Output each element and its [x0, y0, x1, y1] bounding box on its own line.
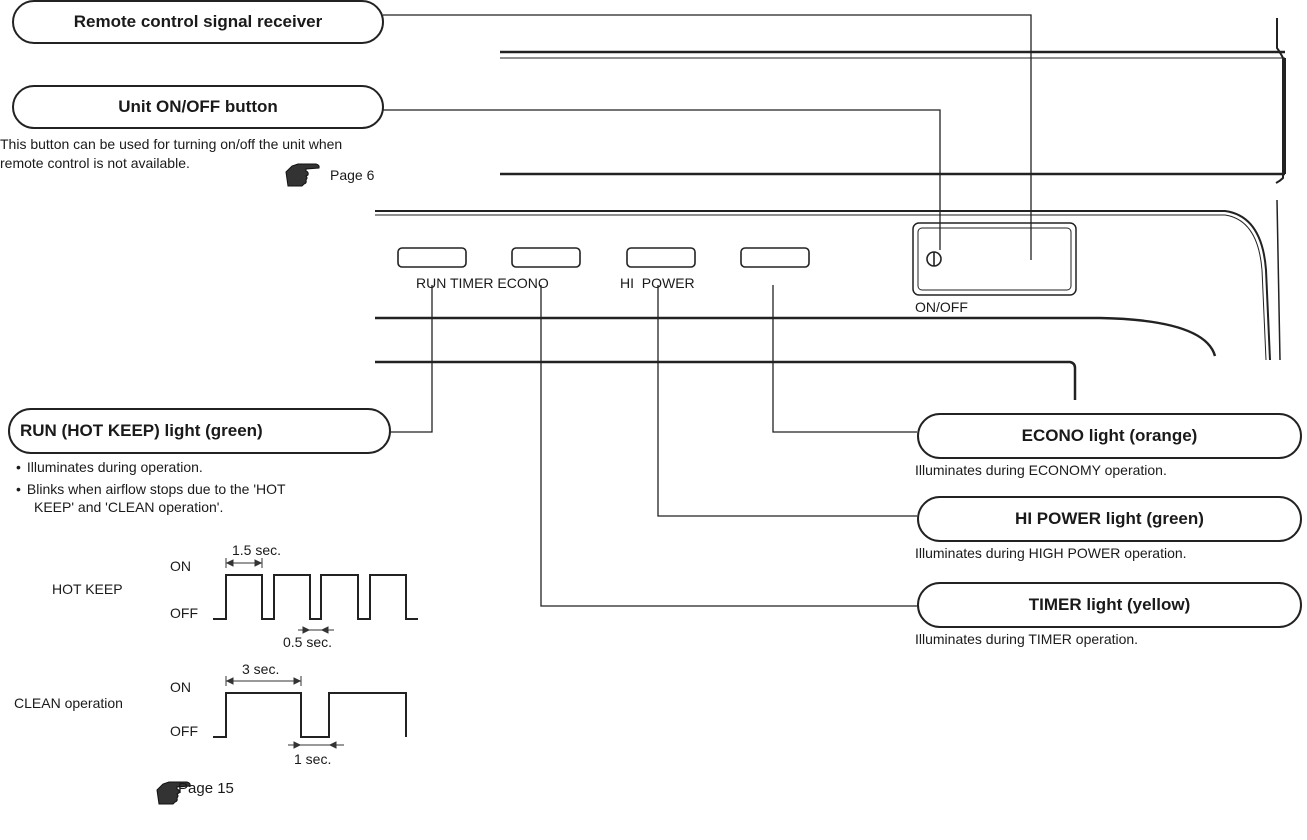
- run-light-label: RUN (HOT KEEP) light (green): [20, 421, 263, 440]
- unit-onoff-callout: Unit ON/OFF button: [12, 85, 384, 129]
- run-timer-econo-label: RUN TIMER ECONO: [416, 275, 549, 291]
- clean-off-label: OFF: [170, 723, 198, 739]
- timer-desc: Illuminates during TIMER operation.: [915, 631, 1139, 647]
- hot-keep-label: HOT KEEP: [52, 581, 123, 597]
- clean-label: CLEAN operation: [14, 695, 123, 711]
- hot-keep-on-label: ON: [170, 558, 191, 574]
- unit-onoff-desc-line1: This button can be used for turning on/o…: [0, 136, 343, 152]
- timer-light-callout: TIMER light (yellow): [917, 582, 1302, 628]
- run-desc-bullet2-line2: KEEP' and 'CLEAN operation'.: [34, 499, 224, 515]
- run-desc-bullet1: Illuminates during operation.: [16, 458, 203, 476]
- remote-receiver-label: Remote control signal receiver: [73, 12, 323, 31]
- page-ref-6[interactable]: Page 6: [330, 167, 375, 183]
- remote-receiver-callout: Remote control signal receiver: [12, 0, 384, 44]
- hot-keep-off-label: OFF: [170, 605, 198, 621]
- unit-onoff-label: Unit ON/OFF button: [118, 97, 278, 116]
- onoff-label: ON/OFF: [915, 299, 968, 315]
- pointing-hand-icon: [285, 163, 320, 187]
- power-icon: [926, 251, 942, 267]
- clean-off-time: 1 sec.: [294, 751, 332, 767]
- run-desc-bullet2-line1: Blinks when airflow stops due to the 'HO…: [16, 480, 286, 498]
- econo-desc: Illuminates during ECONOMY operation.: [915, 462, 1167, 478]
- hot-keep-off-time: 0.5 sec.: [283, 634, 333, 650]
- hot-keep-on-time: 1.5 sec.: [232, 542, 282, 558]
- hipower-light-callout: HI POWER light (green): [917, 496, 1302, 542]
- hi-power-label: HI POWER: [620, 275, 695, 291]
- clean-on-time: 3 sec.: [242, 661, 280, 677]
- econo-light-callout: ECONO light (orange): [917, 413, 1302, 459]
- unit-onoff-desc-line2: remote control is not available.: [0, 155, 190, 171]
- pointing-hand-icon: [156, 781, 191, 805]
- econo-light-label: ECONO light (orange): [1021, 426, 1198, 445]
- run-light-callout: RUN (HOT KEEP) light (green): [8, 408, 391, 454]
- timer-light-label: TIMER light (yellow): [1028, 595, 1191, 614]
- clean-on-label: ON: [170, 679, 191, 695]
- page-ref-15[interactable]: Page 15: [178, 780, 234, 797]
- hipower-desc: Illuminates during HIGH POWER operation.: [915, 545, 1187, 561]
- hipower-light-label: HI POWER light (green): [1015, 509, 1204, 528]
